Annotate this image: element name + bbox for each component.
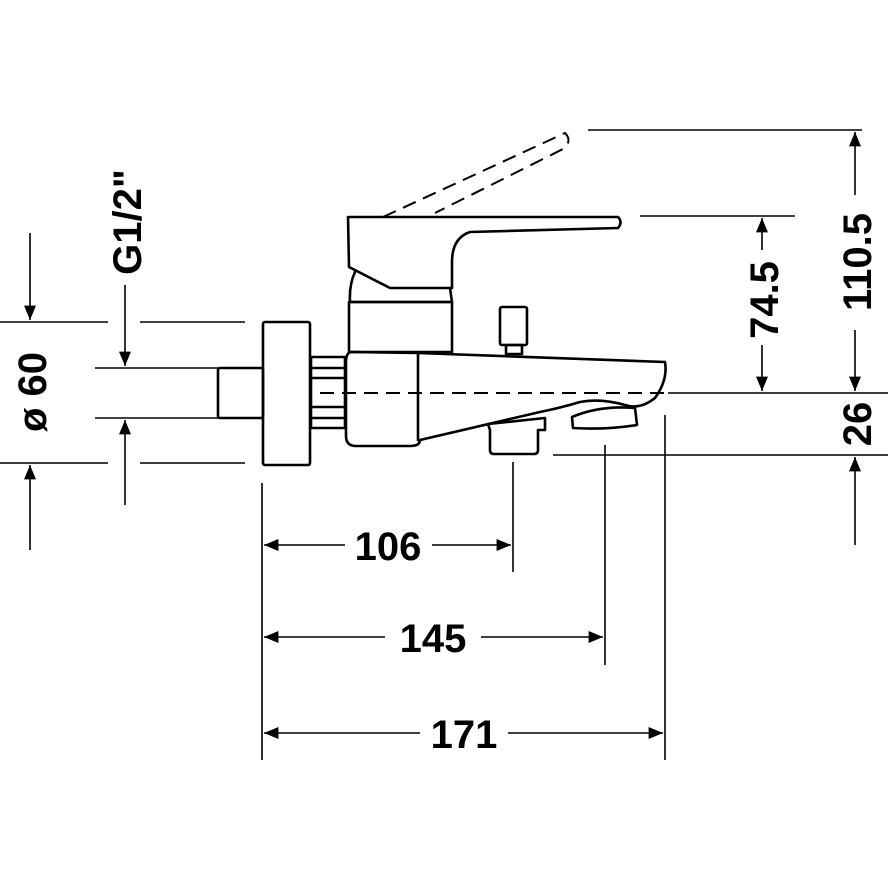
len-145-label: 145	[400, 617, 467, 661]
dimension-spout-height: 26	[836, 402, 880, 545]
dimension-171: 171	[264, 713, 663, 757]
lever-height-label: 74.5	[743, 261, 787, 339]
spout-height-label: 26	[836, 402, 880, 447]
aerator	[486, 416, 547, 456]
lever	[346, 215, 622, 290]
connection-nut	[309, 355, 347, 430]
dimension-total-height: 110.5	[836, 131, 880, 391]
len-171-label: 171	[431, 713, 498, 757]
wall-flange	[261, 320, 312, 467]
spout-body	[344, 350, 667, 448]
dimension-thread: G1/2"	[106, 169, 150, 505]
thread-label: G1/2"	[106, 169, 150, 275]
dimension-lever-height: 74.5	[743, 217, 787, 391]
len-106-label: 106	[355, 525, 422, 569]
faucet-outline	[216, 131, 667, 467]
diameter-label: ø 60	[11, 352, 55, 432]
diverter-handle	[570, 406, 639, 430]
dimension-145: 145	[264, 617, 603, 661]
extension-lines	[0, 129, 888, 760]
dimension-diameter: ø 60	[11, 233, 55, 550]
total-height-label: 110.5	[836, 213, 880, 311]
diverter-stem	[504, 343, 524, 356]
cartridge-housing	[347, 300, 454, 354]
lever-open-position	[382, 131, 570, 218]
diverter-knob	[498, 305, 529, 347]
dimension-106: 106	[264, 525, 511, 569]
wall-stub	[216, 366, 265, 420]
